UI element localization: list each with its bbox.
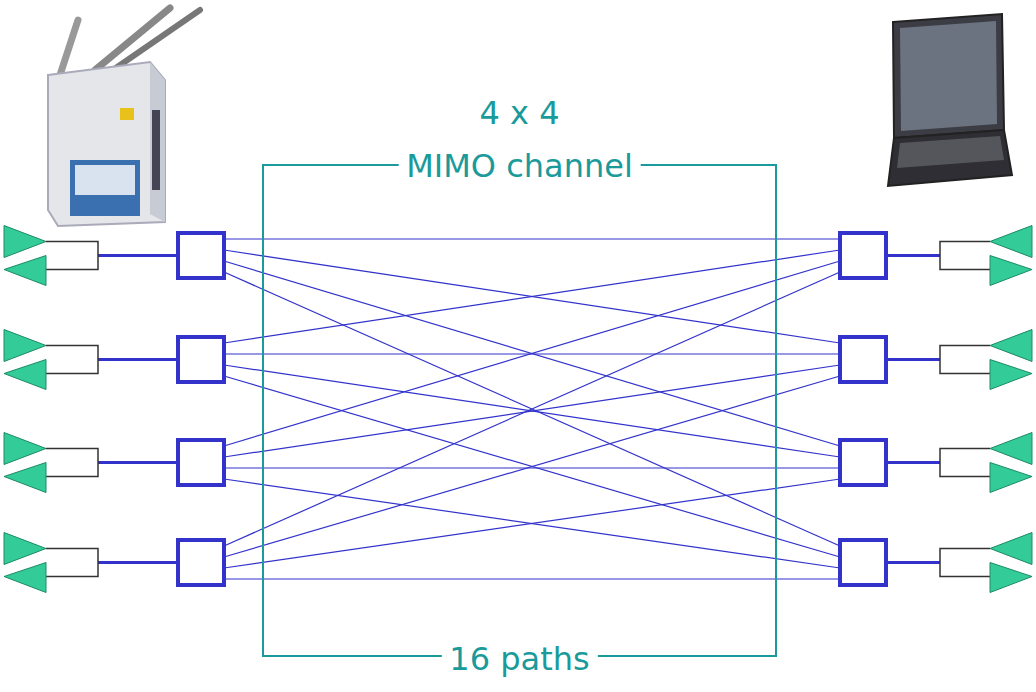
channel-title: MIMO channel: [398, 147, 641, 185]
feed-line: [98, 254, 178, 257]
transceiver-box: [840, 233, 886, 278]
feed-line: [98, 358, 178, 361]
tx-antenna: [990, 256, 1032, 286]
channel-path: [224, 365, 840, 457]
channel-path: [224, 272, 840, 546]
transceiver-box: [840, 337, 886, 382]
feed-line: [886, 358, 940, 361]
channel-path: [224, 365, 840, 457]
feed-line: [886, 561, 940, 564]
channel-path: [224, 261, 840, 446]
antenna-lead: [46, 449, 98, 477]
channel-path: [224, 250, 840, 343]
antenna-lead: [940, 549, 990, 577]
rx-antenna: [4, 360, 46, 390]
rx-antenna: [4, 463, 46, 493]
feed-line: [98, 461, 178, 464]
laptop-icon: [888, 14, 1012, 186]
rx-antenna: [990, 533, 1032, 565]
rx-antenna: [990, 330, 1032, 362]
channel-path: [224, 238, 840, 239]
channel-path: [224, 479, 840, 568]
rx-antenna: [990, 433, 1032, 465]
channel-path: [224, 479, 840, 568]
channel-path: [224, 272, 840, 546]
channel-path: [224, 261, 840, 446]
rx-antenna: [990, 226, 1032, 258]
tx-antenna: [990, 463, 1032, 493]
transceiver-box: [178, 233, 224, 278]
antenna-lead: [940, 449, 990, 477]
feed-line: [98, 561, 178, 564]
channel-path: [224, 376, 840, 557]
transceiver-box: [178, 337, 224, 382]
tx-antenna: [4, 226, 46, 258]
antenna-lead: [940, 242, 990, 270]
feed-line: [886, 254, 940, 257]
path-count-label: 16 paths: [441, 640, 597, 678]
tx-antenna: [990, 360, 1032, 390]
tx-antenna: [4, 533, 46, 565]
antenna-lead: [46, 549, 98, 577]
transceiver-box: [178, 440, 224, 485]
tx-antenna: [4, 433, 46, 465]
rx-antenna: [4, 563, 46, 593]
transceiver-box: [840, 440, 886, 485]
antenna-lead: [46, 242, 98, 270]
router-icon: [48, 8, 200, 226]
channel-path: [224, 578, 840, 579]
rx-antenna: [4, 256, 46, 286]
feed-line: [886, 461, 940, 464]
channel-frame: 4 x 4MIMO channel16 paths: [262, 164, 777, 657]
channel-title: 4 x 4: [472, 94, 568, 132]
antenna-lead: [46, 346, 98, 374]
channel-path: [224, 250, 840, 343]
channel-path: [224, 467, 840, 468]
channel-path: [224, 376, 840, 557]
antenna-lead: [940, 346, 990, 374]
tx-antenna: [990, 563, 1032, 593]
tx-antenna: [4, 330, 46, 362]
transceiver-box: [840, 540, 886, 585]
transceiver-box: [178, 540, 224, 585]
